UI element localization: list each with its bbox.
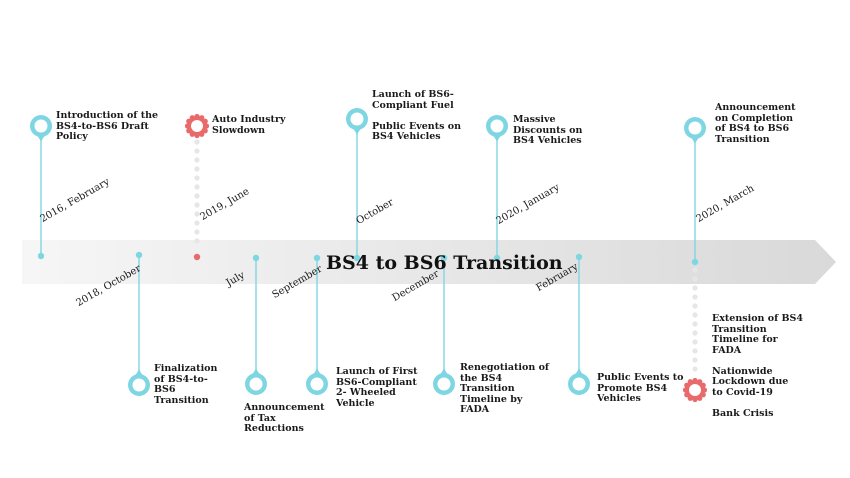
- connector-dot: [194, 238, 200, 244]
- connector-dot: [692, 267, 698, 273]
- event-label: Introduction of the BS4-to-BS6 Draft Pol…: [56, 110, 159, 142]
- timeline-marker: [691, 258, 699, 266]
- location-pin-icon: [346, 108, 368, 137]
- timeline-arrow: [22, 240, 836, 284]
- connector-dot: [692, 348, 698, 354]
- connector-dot: [692, 312, 698, 318]
- connector-dot: [194, 202, 200, 208]
- connector-dot: [194, 175, 200, 181]
- event-label: Announcement on Completion of BS4 to BS6…: [715, 102, 796, 145]
- event-label: Announcement of Tax Reductions: [244, 402, 325, 434]
- location-pin-icon: [245, 366, 267, 395]
- timeline-marker: [353, 254, 361, 262]
- timeline-marker: [440, 254, 448, 262]
- gear-icon: [184, 113, 210, 139]
- connector-dot: [692, 330, 698, 336]
- gear-icon: [682, 377, 708, 403]
- connector-dot: [194, 220, 200, 226]
- connector-dot: [194, 157, 200, 163]
- diagram-title: BS4 to BS6 Transition: [326, 252, 563, 274]
- connector-dot: [692, 285, 698, 291]
- event-label: Public Events to Promote BS4 Vehicles: [597, 372, 684, 404]
- event-label: Auto Industry Slowdown: [212, 114, 286, 136]
- connector-dot: [194, 184, 200, 190]
- connector-dot: [194, 148, 200, 154]
- event-label: Finalization of BS4-to- BS6 Transition: [154, 363, 218, 406]
- connector-dot: [194, 211, 200, 217]
- event-label: Massive Discounts on BS4 Vehicles: [513, 114, 583, 146]
- event-label: Renegotiation of the BS4 Transition Time…: [460, 362, 549, 415]
- connector-dot: [194, 193, 200, 199]
- connector-dot: [692, 303, 698, 309]
- location-pin-icon: [486, 115, 508, 144]
- timeline-marker: [493, 254, 501, 262]
- timeline-marker: [252, 254, 260, 262]
- connector-dot: [692, 294, 698, 300]
- event-label: Launch of BS6- Compliant Fuel Public Eve…: [372, 89, 462, 142]
- connector-dot: [194, 139, 200, 145]
- connector-dot: [692, 276, 698, 282]
- location-pin-icon: [433, 366, 455, 395]
- timeline-marker: [313, 254, 321, 262]
- location-pin-icon: [568, 366, 590, 395]
- timeline-marker: [135, 251, 143, 259]
- event-label: Extension of BS4 Transition Timeline for…: [712, 313, 803, 419]
- timeline-marker: [193, 253, 201, 261]
- timeline-marker: [37, 252, 45, 260]
- location-pin-icon: [684, 117, 706, 146]
- location-pin-icon: [306, 366, 328, 395]
- event-label: Launch of First BS6-Compliant 2- Wheeled…: [336, 366, 418, 409]
- connector-dot: [692, 339, 698, 345]
- location-pin-icon: [30, 115, 52, 144]
- location-pin-icon: [128, 367, 150, 396]
- connector-dot: [194, 229, 200, 235]
- connector-dot: [692, 357, 698, 363]
- connector-dot: [692, 321, 698, 327]
- connector-dot: [194, 166, 200, 172]
- connector-dot: [692, 366, 698, 372]
- timeline-marker: [575, 253, 583, 261]
